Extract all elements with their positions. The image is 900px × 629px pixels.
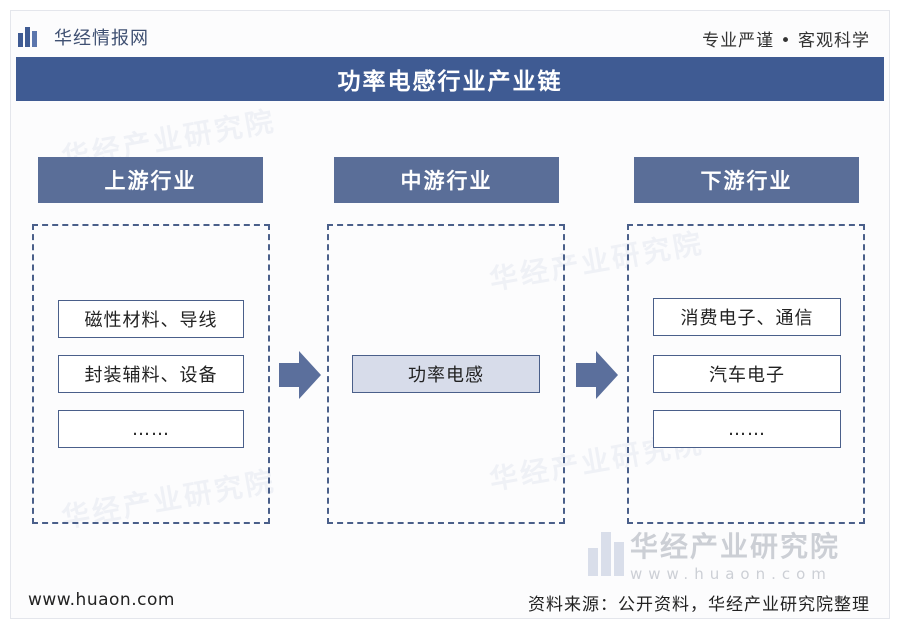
brand-name: 华经情报网 [54,28,149,49]
downstream-item: 消费电子、通信 [653,298,841,336]
tagline: 专业严谨 • 客观科学 [702,31,870,51]
midstream-item: 功率电感 [352,355,540,393]
brand-watermark: 华经产业研究院 www.huaon.com [588,525,840,583]
column-header-upstream: 上游行业 [38,157,263,203]
upstream-item: …… [58,410,244,448]
downstream-item: …… [653,410,841,448]
brand-logo: 华经情报网 [18,22,149,52]
footer-source: 资料来源：公开资料，华经产业研究院整理 [528,595,870,615]
brand-watermark-cn: 华经产业研究院 [630,530,841,563]
column-box-upstream [32,224,270,524]
diagram-title: 功率电感行业产业链 [16,57,884,101]
brand-watermark-en: www.huaon.com [630,565,832,583]
bar-chart-logo-icon [588,532,624,576]
upstream-item: 封装辅料、设备 [58,355,244,393]
bar-chart-logo-icon [18,27,44,47]
column-header-midstream: 中游行业 [334,157,559,203]
upstream-item: 磁性材料、导线 [58,300,244,338]
right-arrow-icon [576,351,618,399]
column-header-downstream: 下游行业 [634,157,859,203]
footer-url: www.huaon.com [28,590,175,610]
downstream-item: 汽车电子 [653,355,841,393]
column-box-downstream [627,224,865,524]
right-arrow-icon [279,351,321,399]
column-box-midstream [327,224,565,524]
